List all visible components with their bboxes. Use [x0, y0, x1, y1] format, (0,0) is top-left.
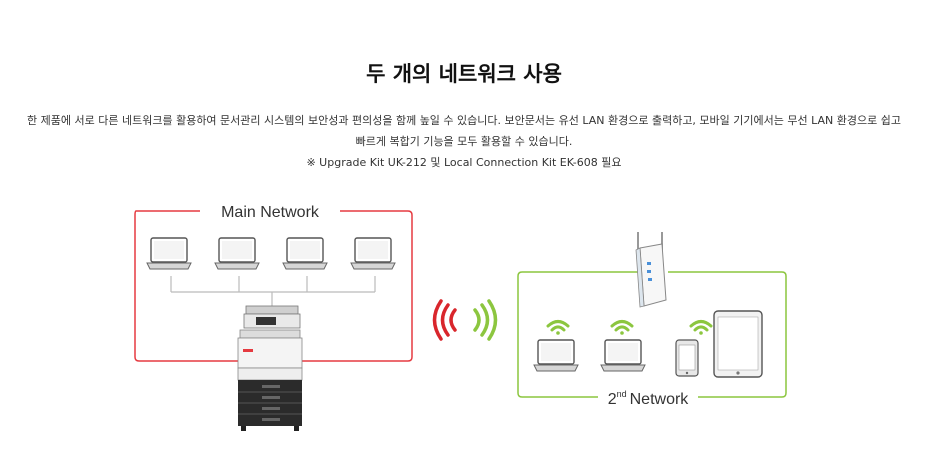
laptop-icon	[600, 339, 646, 372]
laptop-icon	[146, 237, 192, 270]
requirement-note: ※ Upgrade Kit UK-212 및 Local Connection …	[306, 156, 622, 169]
signal-red-icon	[432, 299, 457, 341]
second-network-superscript: nd	[617, 389, 627, 399]
laptop-icon	[282, 237, 328, 270]
laptop-icon	[214, 237, 260, 270]
tablet-icon	[713, 310, 763, 378]
wifi-icon	[546, 320, 570, 337]
description-line-1: 한 제품에 서로 다른 네트워크를 활용하여 문서관리 시스템의 보안성과 편의…	[27, 114, 901, 127]
second-network-text: Network	[630, 391, 690, 408]
wifi-icon	[689, 320, 713, 337]
main-network-label: Main Network	[221, 204, 320, 221]
description: 한 제품에 서로 다른 네트워크를 활용하여 문서관리 시스템의 보안성과 편의…	[0, 110, 928, 173]
router-icon	[635, 232, 667, 308]
laptop-icon	[533, 339, 579, 372]
smartphone-icon	[675, 339, 699, 377]
copier-icon	[237, 305, 303, 431]
wifi-icon	[610, 320, 634, 337]
wired-connection-lines	[170, 276, 376, 308]
second-network-number: 2	[608, 391, 617, 408]
description-line-2: 빠르게 복합기 기능을 모두 활용할 수 있습니다.	[355, 135, 573, 148]
signal-green-icon	[473, 299, 498, 341]
laptop-icon	[350, 237, 396, 270]
page-title: 두 개의 네트워크 사용	[366, 62, 562, 86]
